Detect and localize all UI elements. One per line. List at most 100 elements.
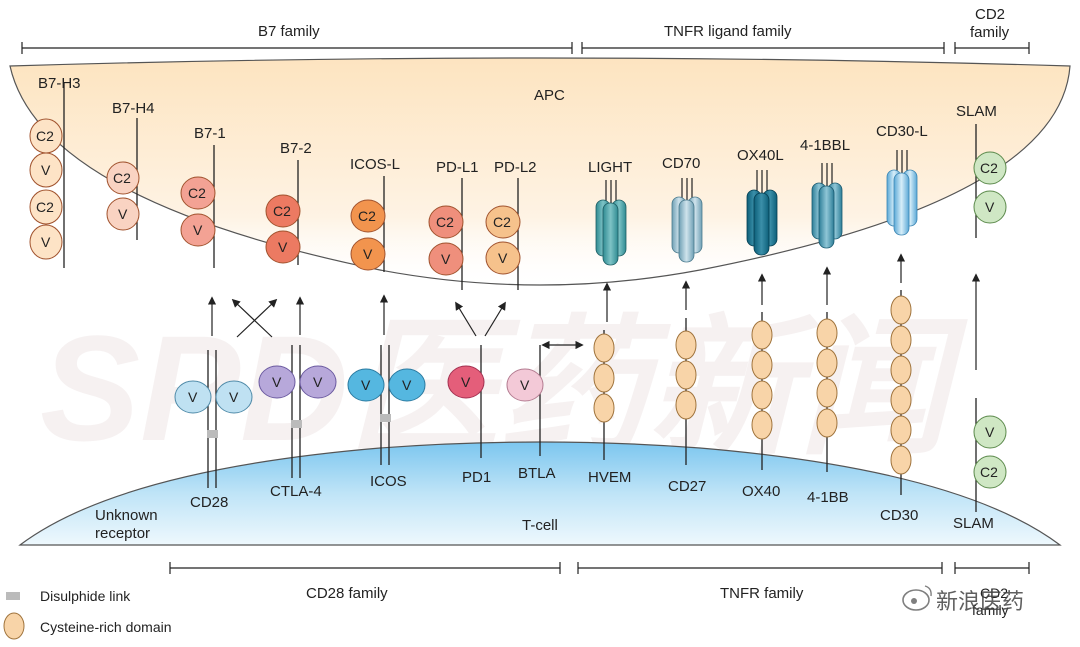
receptor-label-unknown-1: Unknown [95,507,158,524]
receptor-label-pd1: PD1 [462,469,491,486]
ligand-label-b7-h3: B7-H3 [38,75,81,92]
family-label-cd2-top-2: family [970,24,1010,41]
domain-label-c2: C2 [436,214,454,230]
interaction-arrows [207,253,981,370]
domain-label-v: V [402,377,412,393]
apc-cell-membrane [9,57,1071,286]
receptor-label-slam-bottom: SLAM [953,515,994,532]
ligand-icos-l [350,176,386,272]
corner-watermark-text: 新浪医药 [936,590,1024,615]
family-bracket-cd2-bottom [954,562,1030,574]
family-bracket-b7 [21,42,573,54]
family-label-cd2-bottom-2: family [972,602,1009,618]
ligand-pd-l2 [485,178,521,290]
domain-label-c2: C2 [980,160,998,176]
ligand-label-cd70: CD70 [662,155,700,172]
ligand-cd70 [671,178,703,263]
family-label-cd2-bottom-1: CD2 [980,585,1008,601]
weibo-logo-icon [902,585,932,611]
family-bracket-tnfr-ligand [581,42,945,54]
domain-label-c2: C2 [980,464,998,480]
family-bracket-tnfr [577,562,943,574]
receptor-label-cd27: CD27 [668,478,706,495]
apc-label: APC [534,87,565,104]
domain-label-v: V [41,162,51,178]
ligand-label-b7-1: B7-1 [194,125,226,142]
receptor-btla [506,345,544,456]
family-label-cd28: CD28 family [306,585,388,602]
legend-disulphide-swatch [6,592,20,600]
domain-label-v: V [188,389,198,405]
ligand-label-b7-2: B7-2 [280,140,312,157]
receptor-label-unknown-2: receptor [95,525,150,542]
domain-label-v: V [363,246,373,262]
receptor-cd27 [675,318,697,465]
family-label-tnfr: TNFR family [720,585,804,602]
receptor-4-1bb [816,312,838,472]
receptor-label-cd30: CD30 [880,507,918,524]
receptor-icos [347,345,426,465]
ligand-slam-apc [973,124,1007,238]
domain-label-v: V [41,234,51,250]
legend-cysteine-swatch [3,612,25,640]
ligand-label-light: LIGHT [588,159,632,176]
ligand-b7-1 [180,145,216,268]
ligand-b7-h3 [29,82,65,268]
receptor-label-icos: ICOS [370,473,407,490]
ligand-label-icos-l: ICOS-L [350,156,400,173]
domain-label-v: V [361,377,371,393]
receptor-label-btla: BTLA [518,465,556,482]
domain-label-v: V [229,389,239,405]
ligand-label-4-1bbl: 4-1BBL [800,137,850,154]
family-label-tnfr-ligand: TNFR ligand family [664,23,792,40]
tcell-membrane [18,441,1062,546]
ligand-b7-2 [265,160,301,265]
domain-label-c2: C2 [188,185,206,201]
domain-label-v: V [118,206,128,222]
domain-label-c2: C2 [493,214,511,230]
receptor-cd30 [890,290,912,495]
ligand-b7-h4 [106,118,140,240]
domain-label-v: V [461,374,471,390]
ligand-pd-l1 [428,178,464,290]
domain-label-c2: C2 [358,208,376,224]
ligand-label-ox40l: OX40L [737,147,784,164]
ligand-label-cd30-l: CD30-L [876,123,928,140]
family-bracket-cd2-top [954,42,1030,54]
domain-label-v: V [278,239,288,255]
domain-label-v: V [985,424,995,440]
family-bracket-cd28 [169,562,561,574]
ligand-label-b7-h4: B7-H4 [112,100,155,117]
domain-label-v: V [985,199,995,215]
ligand-cd30-l [886,150,918,236]
legend-disulphide-label: Disulphide link [40,588,131,604]
receptor-label-4-1bb: 4-1BB [807,489,849,506]
receptor-label-cd28: CD28 [190,494,228,511]
receptor-ox40 [751,312,773,470]
ligand-4-1bbl [811,163,843,249]
receptor-slam-tcell [973,398,1007,512]
legend-cysteine-label: Cysteine-rich domain [40,619,172,635]
ligand-label-slam-top: SLAM [956,103,997,120]
receptor-pd1 [447,345,485,458]
family-label-b7: B7 family [258,23,320,40]
domain-label-v: V [441,251,451,267]
domain-label-v: V [272,374,282,390]
ligand-label-pd-l1: PD-L1 [436,159,479,176]
domain-label-v: V [313,374,323,390]
domain-label-c2: C2 [36,128,54,144]
receptor-cd28 [174,350,253,488]
receptor-label-ctla-4: CTLA-4 [270,483,322,500]
ligand-light [595,180,627,266]
receptor-label-hvem: HVEM [588,469,631,486]
tcell-label: T-cell [522,517,558,534]
receptor-hvem [593,330,615,460]
domain-label-v: V [498,250,508,266]
receptor-label-ox40: OX40 [742,483,780,500]
ligand-label-pd-l2: PD-L2 [494,159,537,176]
ligand-ox40l [746,170,778,256]
domain-label-c2: C2 [113,170,131,186]
domain-label-c2: C2 [273,203,291,219]
domain-label-v: V [193,222,203,238]
